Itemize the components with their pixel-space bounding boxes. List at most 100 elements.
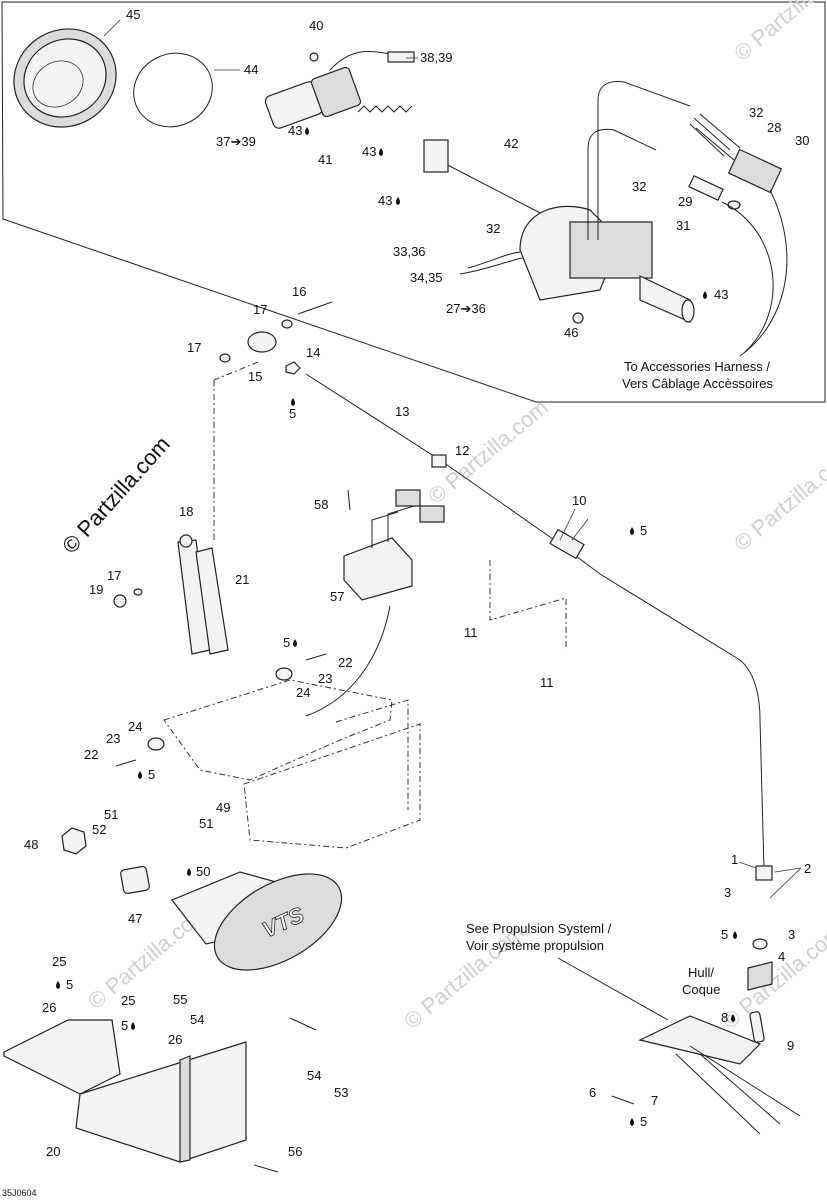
accessories-arrow [739,189,788,357]
cable-fitting-12 [431,454,447,468]
screw-6-part [611,1095,635,1105]
label-33-36: 33,36 [393,244,426,259]
label-5f: 5 [121,1018,128,1033]
label-43a: 43 [288,123,302,138]
wires-34-part [459,257,523,275]
label-24a: 24 [296,685,310,700]
label-21: 21 [235,572,249,587]
pins-28-part [689,113,741,161]
washer-4-part [752,938,768,950]
module-57-part [343,489,445,601]
label-17c: 17 [107,568,121,583]
connector-38-part [387,51,415,63]
label-26a: 26 [42,1000,56,1015]
label-34-35: 34,35 [410,270,443,285]
label-15: 15 [248,369,262,384]
label-38-39: 38,39 [420,50,453,65]
cable-fitting-10 [549,528,585,560]
label-5a: 5 [289,406,296,421]
watermark-faint-2: © Partzilla.com [423,394,553,508]
drop-icon [305,127,309,135]
label-48: 48 [24,837,38,852]
label-5g: 5 [721,927,728,942]
label-58: 58 [314,497,328,512]
label-7: 7 [651,1093,658,1108]
propulsion-arrow [557,957,669,1021]
spacer-24a-part [275,667,293,681]
label-41: 41 [318,152,332,167]
light-housing-part [13,28,117,128]
inset-frame [1,1,826,403]
connector-30-part [727,148,783,194]
shaft-42-part [437,159,547,217]
screw-53-part [289,1017,317,1031]
drop-icon [379,148,383,156]
bracket-frame [163,679,393,781]
label-44: 44 [244,62,258,77]
dash-line-3 [489,560,567,650]
watermark-faint-1: © Partzilla.com [729,0,827,66]
labels: 45 44 40 38,39 37➔39 43 41 43 42 43 32 2… [24,7,811,1159]
label-12: 12 [455,443,469,458]
label-24b: 24 [128,719,142,734]
label-57: 57 [330,589,344,604]
label-13: 13 [395,404,409,419]
drop-icon [56,981,60,989]
label-43d: 43 [714,287,728,302]
washer-17b-part [219,353,231,363]
label-52: 52 [92,822,106,837]
label-10: 10 [572,493,586,508]
label-17b: 17 [187,340,201,355]
motor-part [264,66,362,129]
screw-40-part [309,52,319,62]
bracket-frame-2 [243,723,421,849]
accessories-arrow-2 [721,201,774,353]
label-9: 9 [787,1038,794,1053]
label-28: 28 [767,120,781,135]
vts-control-part: VTS [171,871,343,971]
harness-tube-1 [597,81,691,240]
label-26b: 26 [168,1032,182,1047]
washer-17a-part [281,319,293,329]
bushing-47-part [120,865,150,895]
label-23b: 23 [106,731,120,746]
oil-drop-icons [56,127,737,1126]
bracket-20-part [3,1019,247,1163]
nut-46-part [572,312,584,324]
nut-19-part [113,594,127,608]
label-5d: 5 [148,767,155,782]
label-50: 50 [196,864,210,879]
label-51b: 51 [199,816,213,831]
label-46: 46 [564,325,578,340]
label-6: 6 [589,1085,596,1100]
drop-icon [291,398,295,406]
label-8: 8 [721,1010,728,1025]
bracket-43-part [423,139,449,173]
screw-58-part [347,489,351,511]
label-25a: 25 [52,954,66,969]
screw-22a-part [305,653,327,661]
nut-14-part [285,361,301,375]
module-arrow [305,605,391,717]
label-49: 49 [216,800,230,815]
label-32c: 32 [486,221,500,236]
drop-icon [138,771,142,779]
washer-17c-part [133,588,143,596]
label-47: 47 [128,911,142,926]
screw-22b-part [115,759,137,767]
label-56: 56 [288,1144,302,1159]
connector-29-part [688,175,724,201]
note-hull-en: Hull/ [688,965,714,980]
label-37-39: 37➔39 [216,134,256,149]
label-2: 2 [804,861,811,876]
label-54a: 54 [190,1012,204,1027]
label-5e: 5 [66,977,73,992]
label-4: 4 [778,949,785,964]
worm-spring-part [357,105,413,113]
label-45: 45 [126,7,140,22]
drop-icon [131,1022,135,1030]
cable-end-1 [755,865,773,881]
propulsion-bracket-part [638,1015,801,1135]
drop-icon [293,639,297,647]
seal-31-part [727,200,741,210]
